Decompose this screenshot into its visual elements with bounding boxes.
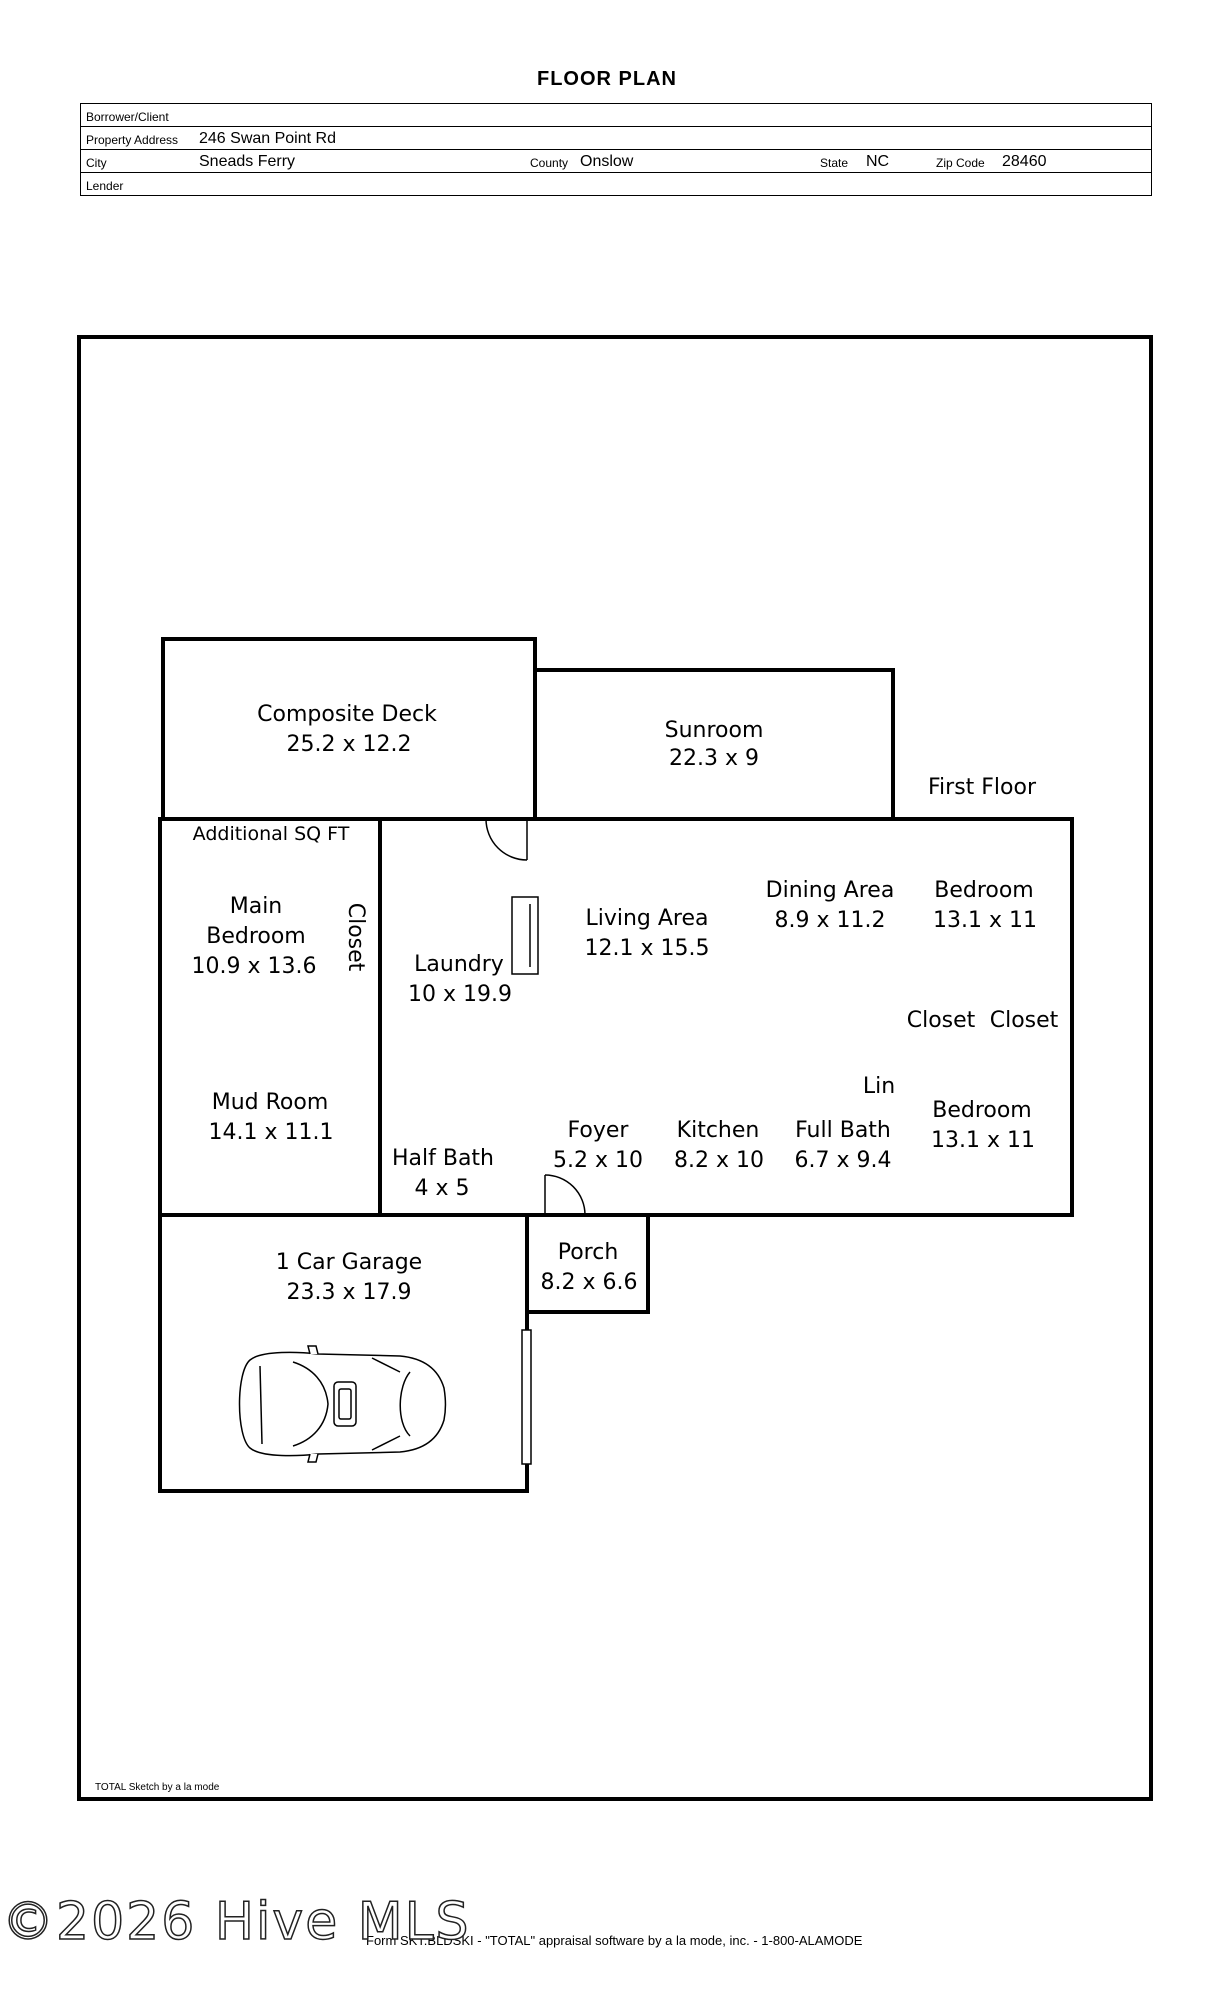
car-icon — [238, 1345, 447, 1463]
deck-door-swing — [485, 818, 528, 861]
additional-sqft-label: Additional SQ FT — [193, 823, 350, 845]
first-floor-label: First Floor — [928, 775, 1037, 800]
linen-label: Lin — [863, 1074, 895, 1099]
county-label: County — [530, 156, 569, 170]
garage-door — [521, 1329, 532, 1465]
city-label: City — [86, 156, 107, 170]
address-row: Property Address 246 Swan Point Rd — [81, 127, 1151, 150]
zip-label: Zip Code — [936, 156, 985, 170]
laundry-name: Laundry — [414, 952, 504, 977]
sunroom-walls — [535, 668, 895, 819]
bedroom-2-name: Bedroom — [932, 1098, 1032, 1123]
porch-dim: 8.2 x 6.6 — [541, 1270, 638, 1295]
composite-deck-room — [161, 637, 537, 821]
kitchen-name: Kitchen — [677, 1118, 760, 1143]
borrower-row: Borrower/Client — [81, 104, 1151, 127]
closet-label-b: Closet — [990, 1008, 1059, 1033]
address-label: Property Address — [86, 133, 179, 147]
city-row: City Sneads Ferry County Onslow State NC… — [81, 150, 1151, 173]
city-value: Sneads Ferry — [199, 153, 296, 170]
half-bath-name: Half Bath — [392, 1146, 494, 1171]
sunroom-dim: 22.3 x 9 — [669, 746, 759, 771]
full-bath-name: Full Bath — [795, 1118, 891, 1143]
main-bedroom-dim: 10.9 x 13.6 — [192, 954, 317, 979]
state-label: State — [820, 156, 849, 170]
borrower-label: Borrower/Client — [86, 110, 169, 124]
composite-deck-dim: 25.2 x 12.2 — [287, 732, 412, 757]
bedroom-1-name: Bedroom — [934, 878, 1034, 903]
doors — [485, 818, 586, 1465]
dining-area-name: Dining Area — [766, 878, 895, 903]
page-title: FLOOR PLAN — [537, 68, 677, 90]
foyer-dim: 5.2 x 10 — [553, 1148, 643, 1173]
lender-label: Lender — [86, 179, 124, 193]
property-info-table: Borrower/Client Property Address 246 Swa… — [80, 103, 1152, 196]
mud-room-dim: 14.1 x 11.1 — [209, 1120, 334, 1145]
kitchen-dim: 8.2 x 10 — [674, 1148, 764, 1173]
composite-deck-name: Composite Deck — [257, 702, 437, 727]
sunroom-name: Sunroom — [665, 718, 764, 743]
footer-text: Form SKT.BLDSKI - "TOTAL" appraisal soft… — [366, 1933, 863, 1948]
laundry-dim: 10 x 19.9 — [408, 982, 512, 1007]
closet-vertical-label: Closet — [343, 903, 368, 972]
zip-value: 28460 — [1002, 153, 1047, 170]
state-value: NC — [866, 153, 890, 170]
lender-row: Lender — [81, 173, 1151, 196]
main-bedroom-name-1: Main — [230, 894, 283, 919]
address-value: 246 Swan Point Rd — [199, 130, 336, 147]
garage-name: 1 Car Garage — [276, 1250, 422, 1275]
first-floor-outline — [158, 817, 1074, 1217]
living-area-name: Living Area — [585, 906, 708, 931]
closet-label-a: Closet — [907, 1008, 976, 1033]
full-bath-dim: 6.7 x 9.4 — [795, 1148, 892, 1173]
main-bedroom-name-2: Bedroom — [206, 924, 306, 949]
entry-door-swing — [544, 1174, 586, 1216]
sketch-credit: TOTAL Sketch by a la mode — [95, 1782, 220, 1793]
bedroom-1-dim: 13.1 x 11 — [933, 908, 1037, 933]
living-area-dim: 12.1 x 15.5 — [585, 936, 710, 961]
county-value: Onslow — [580, 153, 634, 170]
foyer-name: Foyer — [568, 1118, 630, 1143]
sketch-frame — [77, 335, 1153, 1801]
fireplace-icon — [511, 896, 539, 975]
mud-room-name: Mud Room — [212, 1090, 329, 1115]
porch-name: Porch — [558, 1240, 619, 1265]
half-bath-dim: 4 x 5 — [415, 1176, 470, 1201]
watermark: ©2026 Hive MLS — [1, 1891, 471, 1953]
garage-dim: 23.3 x 17.9 — [287, 1280, 412, 1305]
bedroom-2-dim: 13.1 x 11 — [931, 1128, 1035, 1153]
dining-area-dim: 8.9 x 11.2 — [775, 908, 886, 933]
